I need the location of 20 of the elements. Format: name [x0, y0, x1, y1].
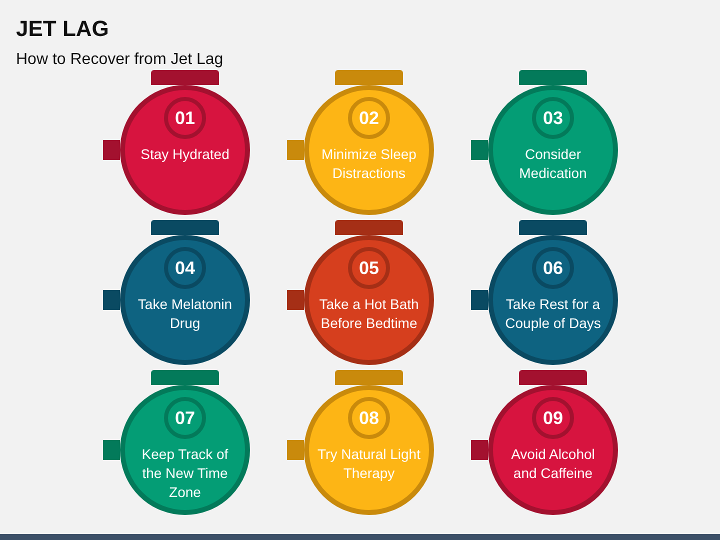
step-number: 01 — [164, 97, 206, 139]
step-number: 04 — [164, 247, 206, 289]
step-number: 03 — [532, 97, 574, 139]
step-text: Try Natural Light Therapy — [317, 445, 421, 483]
step-text: Stay Hydrated — [140, 145, 230, 164]
step-text: Consider Medication — [518, 145, 588, 183]
step-text: Keep Track of the New Time Zone — [140, 445, 230, 502]
step-number: 05 — [348, 247, 390, 289]
step-text: Avoid Alcohol and Caffeine — [510, 445, 596, 483]
step-text: Take a Hot Bath Before Bedtime — [318, 295, 420, 333]
title: JET LAG — [16, 15, 109, 43]
step-text: Take Rest for a Couple of Days — [504, 295, 602, 333]
step-text: Minimize Sleep Distractions — [320, 145, 418, 183]
step-number: 09 — [532, 397, 574, 439]
step-number: 02 — [348, 97, 390, 139]
step-number: 06 — [532, 247, 574, 289]
step-number: 07 — [164, 397, 206, 439]
step-text: Take Melatonin Drug — [136, 295, 234, 333]
step-number: 08 — [348, 397, 390, 439]
subtitle: How to Recover from Jet Lag — [16, 50, 224, 70]
